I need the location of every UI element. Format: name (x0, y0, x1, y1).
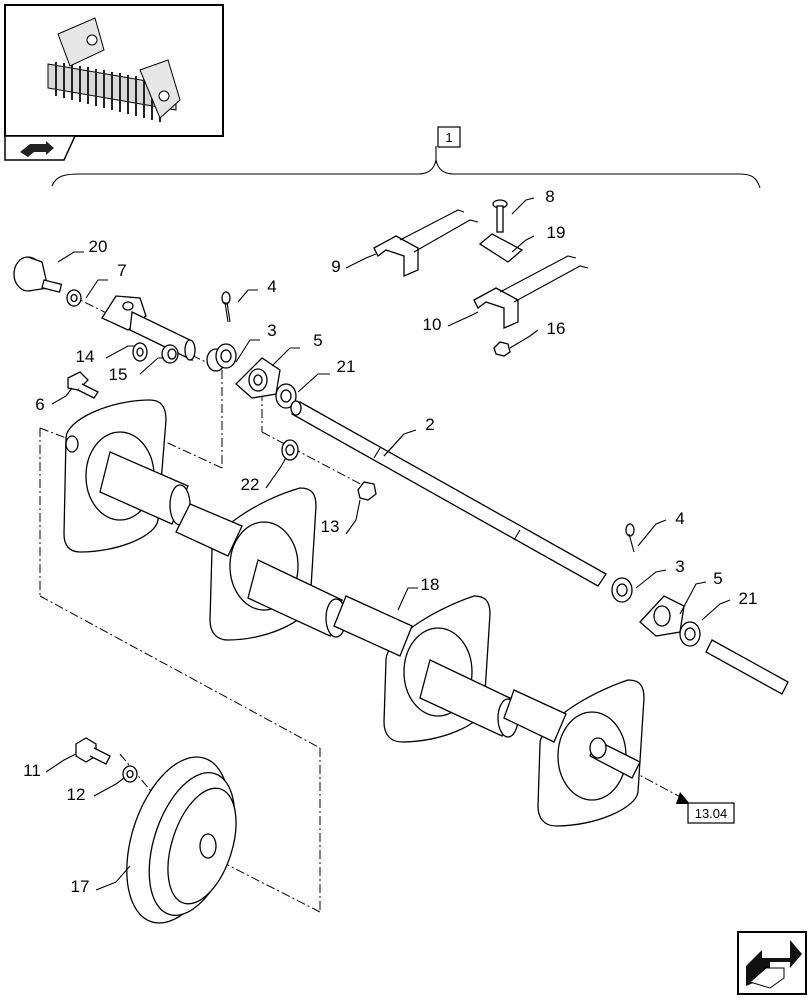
long-shaft-part (290, 400, 607, 587)
callout-15: 15 (109, 365, 128, 384)
callout-14: 14 (76, 347, 95, 366)
callout-22: 22 (241, 475, 260, 494)
callout-13: 13 (321, 517, 340, 536)
callout-10: 10 (423, 315, 442, 334)
bracket-rod-part (101, 295, 196, 362)
callout-20: 20 (89, 237, 108, 256)
shaft-segment-4 (503, 689, 567, 743)
retaining-ring-part (275, 383, 297, 409)
navigation-arrow-icon[interactable] (4, 135, 77, 161)
callout-16: 16 (547, 319, 566, 338)
callout-5-lower: 5 (713, 569, 722, 588)
callout-2: 2 (425, 415, 434, 434)
callout-6: 6 (35, 395, 44, 414)
reference-arrow: 13.04 (676, 792, 735, 824)
bushing-part (206, 343, 237, 372)
knob-part (13, 256, 63, 293)
machine-overview-thumbnail (4, 4, 224, 137)
bolt-part (67, 371, 99, 399)
callout-4-upper: 4 (267, 277, 276, 296)
nut-part (493, 341, 511, 357)
callout-12: 12 (67, 785, 86, 804)
cotter-pin-part (221, 291, 231, 323)
callout-17: 17 (71, 877, 90, 896)
callout-3-upper: 3 (267, 321, 276, 340)
disc-flange-4 (537, 679, 645, 827)
spring-clip-lower-part (473, 255, 589, 329)
clip-bolt-part (492, 199, 508, 233)
callout-5-upper: 5 (313, 331, 322, 350)
assembly-label: 1 (445, 130, 452, 145)
navigation-arrow-large-icon[interactable] (737, 931, 807, 995)
callout-19: 19 (547, 223, 566, 242)
callout-18: 18 (421, 575, 440, 594)
callout-21-upper: 21 (337, 357, 356, 376)
spacer-washers-part (132, 342, 179, 364)
axis-lines (39, 294, 687, 913)
washer-part (66, 289, 82, 307)
callout-21-lower: 21 (739, 589, 758, 608)
assembly-bracket: 1 (51, 126, 761, 189)
washer-nut-part (281, 439, 377, 501)
clamp-part (478, 233, 524, 263)
callout-7: 7 (117, 261, 126, 280)
leader-lines (45, 197, 731, 891)
spring-clip-upper-part (373, 209, 479, 277)
bearing-flange-part (235, 357, 281, 399)
callout-9: 9 (331, 257, 340, 276)
right-end-parts (611, 523, 789, 695)
pulley-part (126, 756, 237, 924)
callout-8: 8 (545, 187, 554, 206)
callout-11: 11 (23, 761, 41, 780)
callout-labels: 20 7 4 3 5 14 15 21 6 9 8 19 10 16 2 22 … (23, 187, 757, 896)
callout-3-lower: 3 (675, 557, 684, 576)
callout-4-lower: 4 (675, 509, 684, 528)
pulley-bolt-part (75, 737, 138, 783)
reference-box-label: 13.04 (695, 806, 728, 821)
